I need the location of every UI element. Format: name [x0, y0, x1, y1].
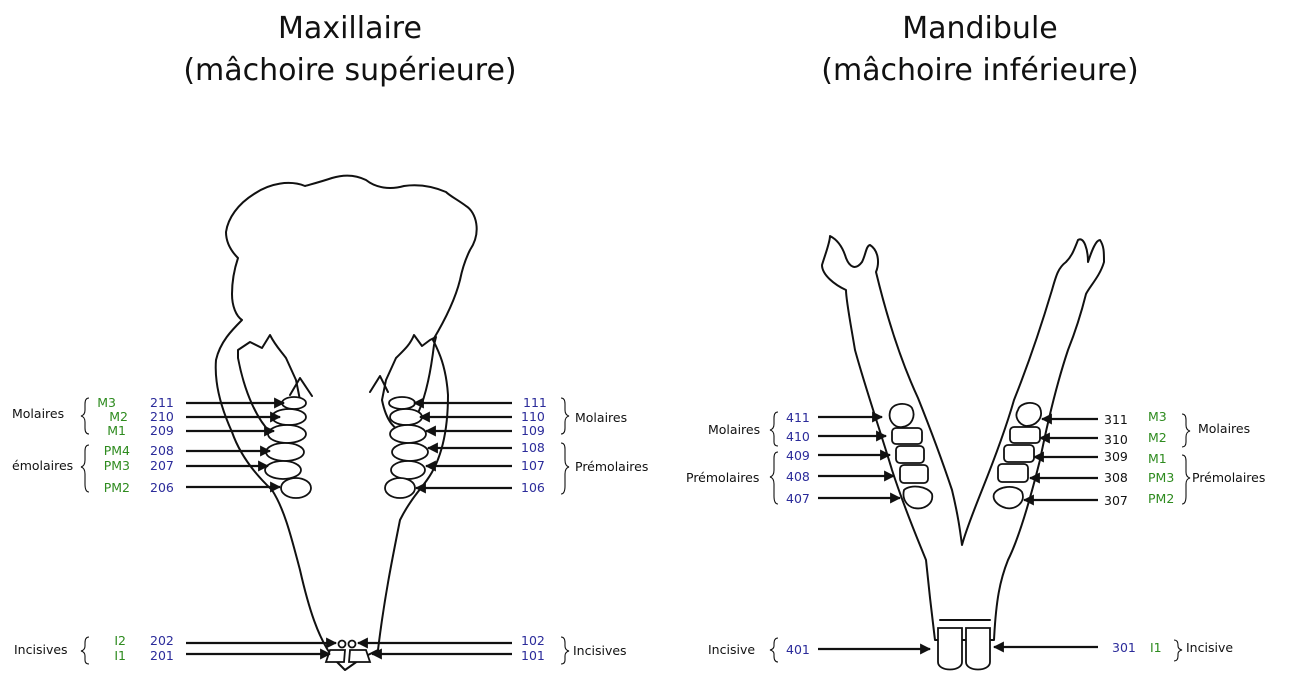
- tooth-number: 409: [786, 448, 810, 463]
- maxilla-left-premolars-label: émolaires: [12, 458, 73, 473]
- tooth-number: 410: [786, 429, 810, 444]
- maxilla-left-molars-label: Molaires: [12, 406, 64, 421]
- tooth-number: 208: [150, 443, 174, 458]
- tooth-number: 108: [521, 440, 545, 455]
- mandible-incisors: [938, 628, 990, 670]
- tooth-type-label: I2: [114, 633, 126, 648]
- tooth-number: 106: [521, 480, 545, 495]
- mandible-left-premolars-label: Prémolaires: [686, 470, 759, 485]
- mandible-right-molars-label: Molaires: [1198, 421, 1250, 436]
- tooth-number: 206: [150, 480, 174, 495]
- tooth-number: 202: [150, 633, 174, 648]
- tooth-number: 308: [1104, 470, 1128, 485]
- tooth-number: 211: [150, 395, 174, 410]
- tooth-number: 207: [150, 458, 174, 473]
- maxilla-right-arrows: [358, 403, 512, 654]
- tooth-number: 309: [1104, 449, 1128, 464]
- maxilla-right-molars-label: Molaires: [575, 410, 627, 425]
- mandible-left-incisors-label: Incisive: [708, 642, 755, 657]
- tooth-type-label: PM4: [104, 443, 130, 458]
- tooth-type-label: PM2: [1148, 491, 1174, 506]
- tooth-number: 407: [786, 491, 810, 506]
- maxilla-left-teeth: [265, 397, 311, 498]
- tooth-number: 311: [1104, 412, 1128, 427]
- mandible-right-incisors-label: Incisive: [1186, 640, 1233, 655]
- tooth-type-label: M3: [1148, 409, 1167, 424]
- maxilla-right-incisors-label: Incisives: [573, 643, 627, 658]
- tooth-number: 209: [150, 423, 174, 438]
- tooth-type-label: I1: [1150, 640, 1162, 655]
- tooth-number: 408: [786, 469, 810, 484]
- tooth-type-label: M2: [109, 409, 128, 424]
- tooth-number: 109: [521, 423, 545, 438]
- tooth-number: 107: [521, 458, 545, 473]
- maxilla-right-labels: 111 110 109 108 107 106 102 101 Molaires…: [521, 395, 648, 664]
- mandible-right-premolars-label: Prémolaires: [1192, 470, 1265, 485]
- tooth-number: 110: [521, 409, 545, 424]
- tooth-number: 210: [150, 409, 174, 424]
- maxilla-skull-outline: [216, 176, 477, 670]
- maxilla-left-incisors-label: Incisives: [14, 642, 68, 657]
- tooth-number: 101: [521, 648, 545, 663]
- maxilla-right-teeth: [385, 397, 428, 498]
- tooth-number: 301: [1112, 640, 1136, 655]
- tooth-type-label: I1: [114, 648, 126, 663]
- tooth-type-label: M1: [1148, 451, 1167, 466]
- tooth-type-label: PM3: [1148, 470, 1174, 485]
- tooth-number: 307: [1104, 493, 1128, 508]
- mandible-right-labels: 311 310 309 308 307 301 M3 M2 M1 PM3 PM2…: [1104, 409, 1265, 661]
- tooth-number: 310: [1104, 432, 1128, 447]
- tooth-number: 401: [786, 642, 810, 657]
- mandible-right-teeth: [994, 403, 1041, 508]
- maxilla-right-premolars-label: Prémolaires: [575, 459, 648, 474]
- tooth-number: 411: [786, 410, 810, 425]
- mandible-left-labels: Molaires Prémolaires Incisive 411 410 40…: [686, 410, 810, 662]
- maxilla-left-labels: Molaires émolaires Incisives M3 M2 M1 PM…: [12, 395, 174, 664]
- mandible-left-molars-label: Molaires: [708, 422, 760, 437]
- tooth-number: 201: [150, 648, 174, 663]
- tooth-type-label: M3: [97, 395, 116, 410]
- tooth-type-label: M1: [107, 423, 126, 438]
- tooth-type-label: M2: [1148, 430, 1167, 445]
- tooth-type-label: PM2: [104, 480, 130, 495]
- tooth-number: 102: [521, 633, 545, 648]
- tooth-type-label: PM3: [104, 458, 130, 473]
- tooth-number: 111: [523, 395, 547, 410]
